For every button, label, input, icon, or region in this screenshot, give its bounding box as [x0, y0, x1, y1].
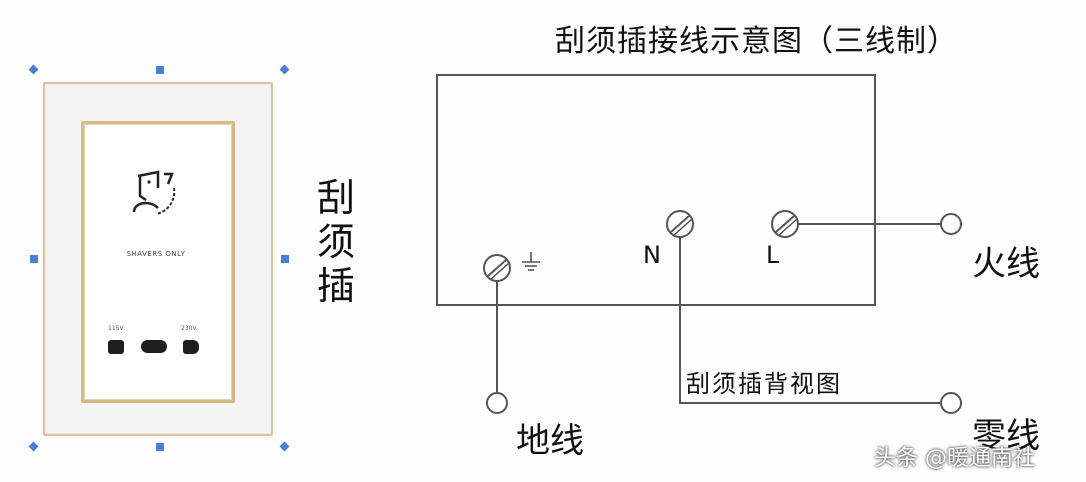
terminal-n-label: N — [643, 241, 661, 269]
resize-handle-top[interactable] — [155, 66, 164, 74]
shaver-socket-vertical-label: 刮 须 插 — [314, 176, 358, 308]
resize-handle-bottom[interactable] — [155, 443, 164, 451]
resize-handle-right[interactable] — [281, 254, 289, 263]
vertical-char-2: 须 — [316, 220, 355, 264]
ground-symbol-icon — [522, 252, 540, 271]
diagram-title: 刮须插接线示意图（三线制） — [555, 24, 958, 59]
voltage-label-left: 115V — [108, 325, 124, 332]
shavers-only-text: SHAVERS ONLY — [126, 250, 186, 258]
live-wire-end — [940, 213, 962, 235]
neutral-wire-end — [940, 392, 962, 414]
socket-back-box — [436, 74, 876, 306]
socket-hole-right — [183, 340, 199, 354]
terminal-l-label: L — [766, 241, 780, 269]
image-selection-box[interactable] — [28, 64, 290, 452]
socket-hole-left — [108, 340, 124, 354]
ground-wire-label: 地线 — [516, 421, 584, 461]
back-view-label: 刮须插背视图 — [686, 370, 842, 398]
neutral-wire-line — [679, 237, 942, 404]
socket-inner-frame — [81, 121, 235, 403]
shaver-face-icon — [132, 170, 176, 215]
neutral-wire-label: 零线 — [972, 416, 1040, 456]
socket-hole-middle — [141, 340, 167, 353]
vertical-char-3: 插 — [316, 264, 355, 308]
live-wire-label: 火线 — [972, 244, 1040, 284]
source-watermark: 头条 @暖通南社 — [874, 446, 1035, 471]
resize-handle-left[interactable] — [30, 254, 38, 263]
vertical-char-1: 刮 — [316, 176, 355, 220]
voltage-label-right: 230V — [181, 325, 197, 332]
ground-wire-end — [486, 392, 508, 414]
